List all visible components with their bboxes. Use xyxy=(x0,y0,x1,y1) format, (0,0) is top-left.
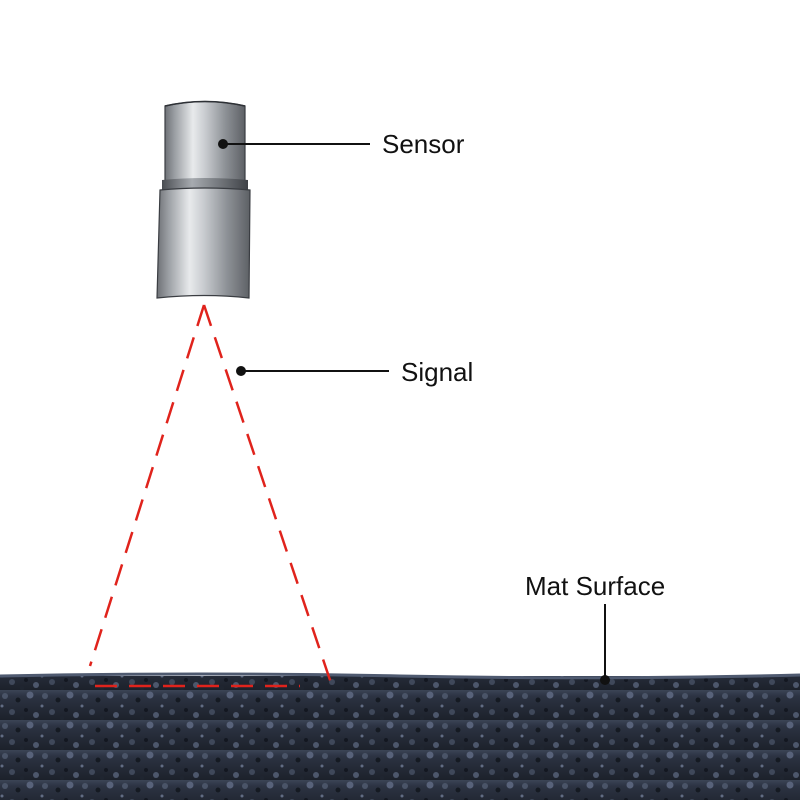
signal-leader xyxy=(236,366,389,376)
signal-left-edge xyxy=(88,304,206,667)
mat-surface-leader xyxy=(600,604,610,685)
sensor-cylinder-icon xyxy=(156,100,251,299)
signal-label: Signal xyxy=(401,357,474,387)
sensor-label: Sensor xyxy=(382,129,465,159)
sensor-leader xyxy=(218,139,370,149)
mat-surface xyxy=(0,672,800,800)
signal-cone xyxy=(88,304,334,688)
mat-surface-label: Mat Surface xyxy=(525,571,666,601)
signal-right-edge xyxy=(202,304,334,687)
